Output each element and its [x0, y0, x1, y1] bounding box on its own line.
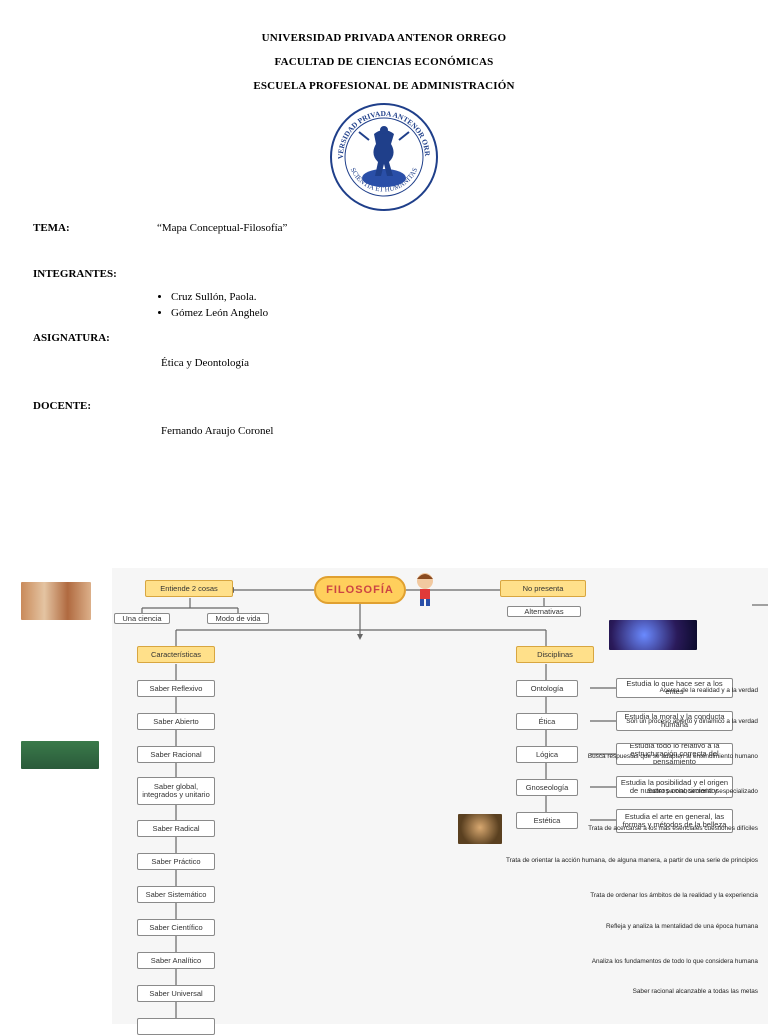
members-list: Cruz Sullón, Paola. Gómez León Anghelo	[157, 289, 268, 321]
disciplina-node: Ontología	[516, 680, 578, 697]
child-figure-icon	[417, 573, 433, 606]
mona-lisa-image	[458, 814, 502, 844]
saber-desc: Trata de ordenar los ámbitos de la reali…	[590, 892, 758, 899]
disciplina-node: Ética	[516, 713, 578, 730]
no-presenta-node: No presenta	[500, 580, 586, 597]
university-name: UNIVERSIDAD PRIVADA ANTENOR ORREGO	[261, 32, 507, 44]
saber-desc: Saber parcial, sectorial y especializado	[647, 788, 758, 795]
faculty-name: FACULTAD DE CIENCIAS ECONÓMICAS	[274, 56, 494, 68]
disciplina-desc: Estudia el arte en general, las formas y…	[616, 809, 733, 833]
docente-label: DOCENTE:	[33, 400, 92, 412]
saber-desc: Saber racional alcanzable a todas las me…	[632, 988, 758, 995]
disciplina-node: Estética	[516, 812, 578, 829]
disciplina-node: Lógica	[516, 746, 578, 763]
alternativas-node: Alternativas	[507, 606, 581, 617]
saber-node: Saber global, integrados y unitario	[137, 777, 215, 805]
saber-node: Saber Universal	[137, 985, 215, 1002]
saber-node: Saber Práctico	[137, 853, 215, 870]
integrantes-label: INTEGRANTES:	[33, 268, 117, 280]
ciencia-node: Una ciencia	[114, 613, 170, 624]
saber-node: Saber Reflexivo	[137, 680, 215, 697]
disciplina-desc: Estudia la moral y la conducta humana	[616, 711, 733, 731]
saber-node-partial	[137, 1018, 215, 1035]
disciplina-desc: Estudia la posibilidad y el origen de nu…	[616, 776, 733, 798]
modo-vida-node: Modo de vida	[207, 613, 269, 624]
saber-node: Saber Sistemático	[137, 886, 215, 903]
saber-desc: Analiza los fundamentos de todo lo que c…	[591, 958, 758, 965]
saber-node: Saber Radical	[137, 820, 215, 837]
school-name: ESCUELA PROFESIONAL DE ADMINISTRACIÓN	[253, 80, 515, 92]
asignatura-value: Ética y Deontología	[161, 357, 249, 369]
saber-node: Saber Racional	[137, 746, 215, 763]
saber-node: Saber Científico	[137, 919, 215, 936]
cosmic-head-image	[609, 620, 697, 650]
docente-value: Fernando Araujo Coronel	[161, 425, 274, 437]
saber-node: Saber Abierto	[137, 713, 215, 730]
central-node: FILOSOFÍA	[314, 576, 406, 604]
disciplinas-node: Disciplinas	[516, 646, 594, 663]
disciplina-desc: Estudia lo que hace ser a los entes	[616, 678, 733, 698]
saber-desc: Busca respuestas que se adapten al enten…	[587, 753, 758, 760]
caracteristicas-node: Características	[137, 646, 215, 663]
tema-label: TEMA:	[33, 222, 70, 234]
saber-desc: Trata de orientar la acción humana, de a…	[506, 857, 758, 864]
saber-desc: Acerca de la realidad y a la verdad	[659, 687, 758, 694]
saber-desc: Refleja y analiza la mentalidad de una é…	[605, 923, 758, 930]
member-item: Cruz Sullón, Paola.	[171, 289, 268, 305]
entiende-node: Entiende 2 cosas	[145, 580, 233, 597]
saber-node: Saber Analítico	[137, 952, 215, 969]
saber-desc: Son un proceso abierto y dinámico a la v…	[626, 718, 758, 725]
evolution-image	[21, 582, 91, 620]
disciplina-desc: Estudia todo lo relativo a la estructura…	[616, 743, 733, 765]
saber-desc: Trata de acercarse a los más esenciales …	[588, 825, 758, 832]
disciplina-node: Gnoseología	[516, 779, 578, 796]
member-item: Gómez León Anghelo	[171, 305, 268, 321]
university-seal: UNIVERSIDAD PRIVADA ANTENOR ORREGO SCIEN…	[329, 102, 438, 211]
tema-value: “Mapa Conceptual-Filosofía”	[157, 222, 288, 234]
chalkboard-image	[21, 741, 99, 769]
asignatura-label: ASIGNATURA:	[33, 332, 110, 344]
